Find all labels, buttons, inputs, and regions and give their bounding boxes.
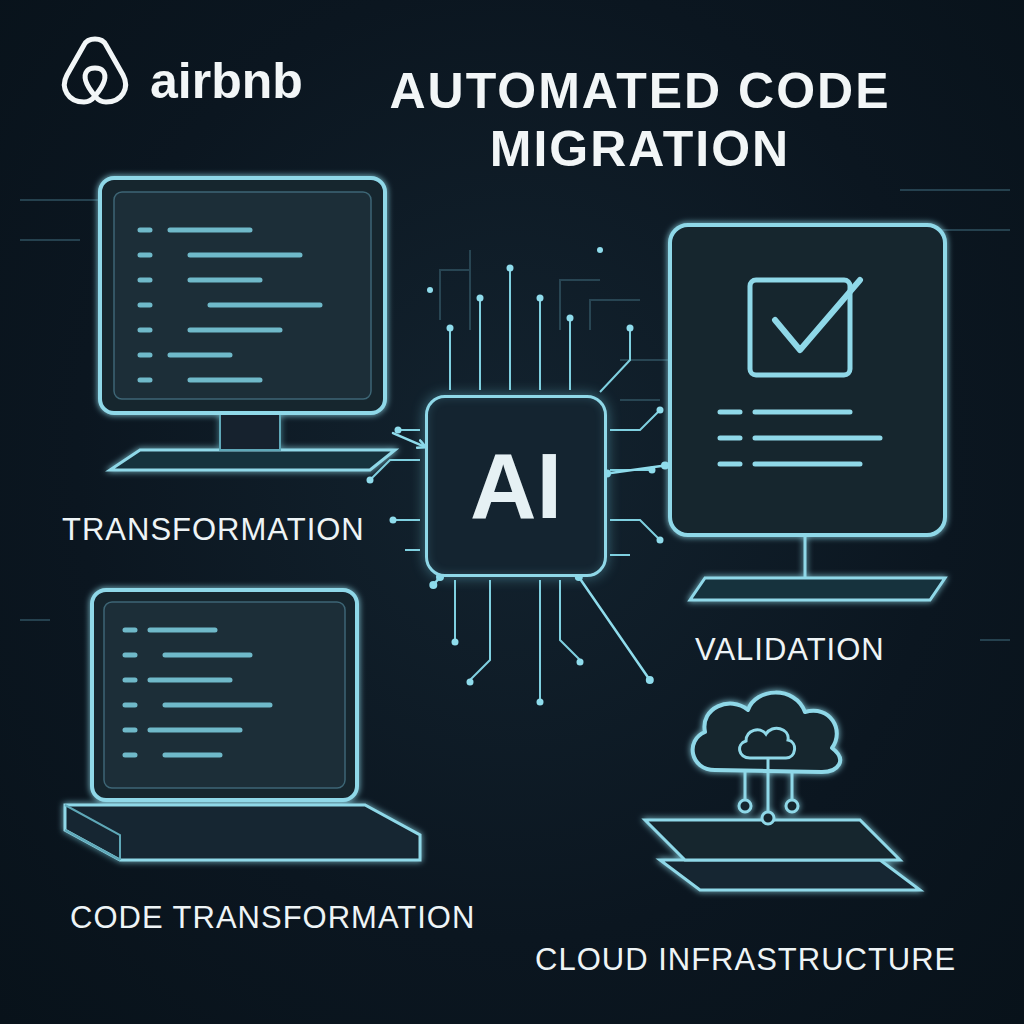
transformation-stage: TRANSFORMATION	[58, 170, 393, 552]
cloud-icon	[645, 693, 920, 890]
stage-label: TRANSFORMATION	[62, 512, 365, 552]
connector-dot	[661, 462, 669, 470]
connector-dot	[646, 676, 654, 684]
stage-label: VALIDATION	[695, 632, 885, 672]
circuit-connector	[607, 466, 665, 474]
code-transformation-stage: CODE TRANSFORMATION	[55, 585, 515, 940]
diagram-title: AUTOMATED CODE MIGRATION	[360, 62, 920, 178]
cloud-stage: CLOUD INFRASTRUCTURE	[530, 680, 978, 982]
connector-dot	[429, 581, 437, 589]
ai-label: AI	[470, 434, 562, 539]
stage-label: CODE TRANSFORMATION	[70, 900, 475, 940]
ai-box: AI	[425, 395, 607, 577]
circuit-connector	[393, 433, 425, 447]
validation-stage: VALIDATION	[665, 220, 950, 672]
circuit-connector	[579, 577, 650, 680]
validation-monitor	[670, 225, 945, 600]
code-monitor	[65, 590, 420, 860]
monitor-icon	[100, 178, 395, 470]
airbnb-logo	[64, 39, 125, 102]
stage-label: CLOUD INFRASTRUCTURE	[535, 942, 956, 982]
brand-name: airbnb	[150, 52, 303, 110]
